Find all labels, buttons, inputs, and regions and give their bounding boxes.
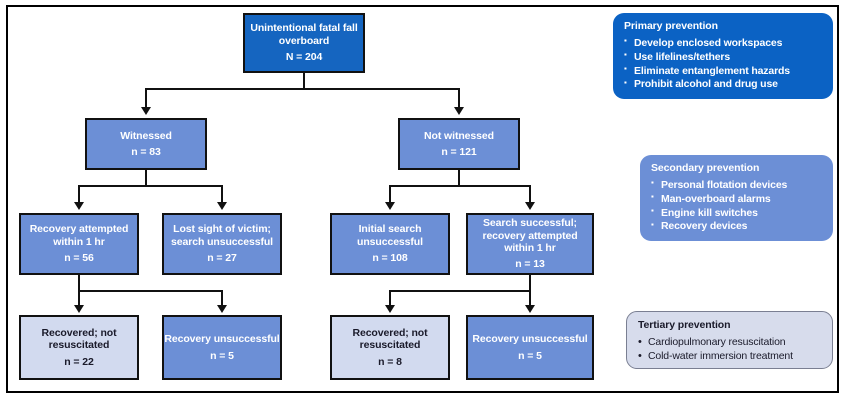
connector-witnessed-bar (78, 185, 223, 187)
node-unsuccessful-right: Recovery unsuccessful n = 5 (466, 315, 594, 380)
node-lost-sight: Lost sight of victim; search unsuccessfu… (162, 213, 282, 275)
arrow-to-unsuccessful-left (217, 305, 227, 313)
connector-root-bar (145, 88, 459, 90)
list-item: Develop enclosed workspaces (624, 36, 822, 51)
arrow-to-recovery-attempted (74, 202, 84, 210)
node-initial-search: Initial search unsuccessful n = 108 (330, 213, 450, 275)
arrow-to-lost-sight (217, 202, 227, 210)
connector-search-successful-stem (529, 275, 531, 291)
list-item: Cold-water immersion treatment (638, 349, 821, 364)
arrow-to-search-successful (525, 202, 535, 210)
node-initial-search-title: Initial search unsuccessful (357, 223, 423, 248)
outer-frame (6, 5, 839, 393)
arrow-to-recovered-right (385, 305, 395, 313)
node-recovered-left: Recovered; not resuscitated n = 22 (19, 315, 139, 380)
panel-secondary-prevention: Secondary prevention Personal flotation … (640, 155, 833, 241)
connector-to-unsuccessful-left (221, 290, 223, 306)
connector-root-stem (303, 73, 305, 89)
panel-secondary-heading: Secondary prevention (651, 162, 760, 174)
list-item: Prohibit alcohol and drug use (624, 78, 822, 92)
connector-recovery-attempted-stem (78, 275, 80, 291)
node-root-count: N = 204 (285, 51, 323, 64)
node-search-successful: Search successful; recovery attempted wi… (466, 213, 594, 275)
panel-primary-list: Develop enclosed workspaces Use lifeline… (624, 36, 822, 92)
connector-witnessed-right (221, 185, 223, 203)
panel-tertiary-heading: Tertiary prevention (638, 319, 731, 331)
node-unsuccessful-left: Recovery unsuccessful n = 5 (162, 315, 282, 380)
node-recovered-right-title: Recovered; not resuscitated (352, 326, 428, 352)
connector-witnessed-stem (145, 170, 147, 186)
connector-not-witnessed-bar (389, 185, 531, 187)
node-lost-sight-title: Lost sight of victim; search unsuccessfu… (171, 223, 273, 248)
node-witnessed-title: Witnessed (120, 129, 172, 142)
panel-tertiary-prevention: Tertiary prevention Cardiopulmonary resu… (626, 311, 833, 369)
node-unsuccessful-left-title: Recovery unsuccessful (164, 333, 280, 346)
connector-search-successful-bar (389, 290, 531, 292)
node-initial-search-count: n = 108 (372, 252, 408, 265)
arrow-to-not-witnessed (454, 107, 464, 115)
node-witnessed-count: n = 83 (131, 146, 161, 158)
connector-to-unsuccessful-right (529, 290, 531, 306)
node-recovered-left-count: n = 22 (64, 355, 94, 368)
node-unsuccessful-right-count: n = 5 (518, 349, 542, 362)
connector-root-to-not-witnessed (458, 88, 460, 108)
list-item: Cardiopulmonary resuscitation (638, 335, 821, 350)
node-recovered-right: Recovered; not resuscitated n = 8 (330, 315, 450, 380)
panel-primary-prevention: Primary prevention Develop enclosed work… (613, 13, 833, 99)
node-unsuccessful-left-count: n = 5 (210, 349, 234, 362)
node-not-witnessed-count: n = 121 (441, 146, 477, 158)
arrow-to-initial-search (385, 202, 395, 210)
list-item: Recovery devices (651, 220, 822, 234)
node-not-witnessed: Not witnessed n = 121 (398, 118, 520, 170)
list-item: Use lifelines/tethers (624, 50, 822, 65)
node-root-title: Unintentional fatal fall overboard (250, 22, 358, 47)
connector-to-recovered-right (389, 290, 391, 306)
node-search-successful-title: Search successful; recovery attempted wi… (482, 217, 578, 254)
connector-root-to-witnessed (145, 88, 147, 108)
connector-not-witnessed-right (529, 185, 531, 203)
node-witnessed: Witnessed n = 83 (85, 118, 207, 170)
connector-not-witnessed-left (389, 185, 391, 203)
list-item: Eliminate entanglement hazards (624, 64, 822, 79)
node-recovery-attempted: Recovery attempted within 1 hr n = 56 (19, 213, 139, 275)
arrow-to-unsuccessful-right (525, 305, 535, 313)
node-recovery-attempted-title: Recovery attempted within 1 hr (29, 223, 129, 248)
node-search-successful-count: n = 13 (515, 258, 545, 271)
list-item: Personal flotation devices (651, 178, 822, 193)
node-lost-sight-count: n = 27 (207, 252, 237, 265)
panel-primary-heading: Primary prevention (624, 20, 718, 32)
list-item: Man-overboard alarms (651, 192, 822, 207)
node-recovery-attempted-count: n = 56 (64, 252, 94, 265)
node-recovered-right-count: n = 8 (378, 355, 402, 368)
connector-witnessed-left (78, 185, 80, 203)
node-root: Unintentional fatal fall overboard N = 2… (243, 13, 365, 73)
list-item: Engine kill switches (651, 206, 822, 221)
node-recovered-left-title: Recovered; not resuscitated (41, 326, 117, 352)
connector-recovery-attempted-bar (78, 290, 223, 292)
node-not-witnessed-title: Not witnessed (424, 129, 494, 142)
connector-not-witnessed-stem (458, 170, 460, 186)
panel-tertiary-list: Cardiopulmonary resuscitation Cold-water… (638, 335, 821, 364)
arrow-to-recovered-left (74, 305, 84, 313)
node-unsuccessful-right-title: Recovery unsuccessful (472, 333, 588, 346)
panel-secondary-list: Personal flotation devices Man-overboard… (651, 178, 822, 234)
arrow-to-witnessed (141, 107, 151, 115)
connector-to-recovered-left (78, 290, 80, 306)
